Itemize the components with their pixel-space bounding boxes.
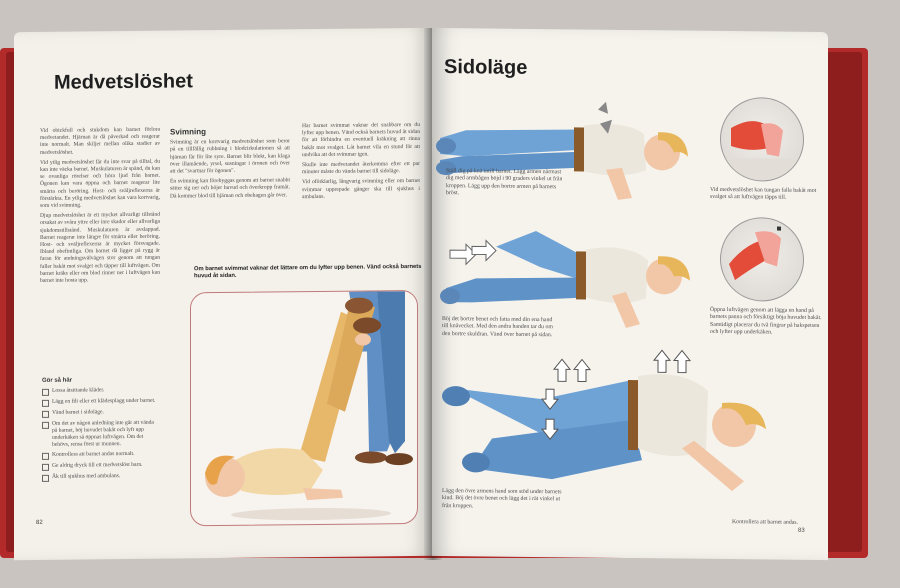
left-page-title: Medvetslöshet xyxy=(54,70,193,94)
right-column-text: Har barnet svimmat vaknar det snabbare o… xyxy=(302,122,420,204)
checklist-item: Åk till sjukhus med ambulans. xyxy=(42,473,160,482)
paragraph: Vid obickfull och stukdom kan barnet för… xyxy=(40,126,160,156)
step2-caption: Böj det bortre benet och fatta med din e… xyxy=(442,316,553,338)
checklist-heading: Gör så här xyxy=(42,377,73,384)
checklist-item: Ge aldrig dryck till ett medvetslöst bar… xyxy=(42,462,160,471)
checklist-item: Vänd barnet i sidoläge. xyxy=(42,409,160,418)
right-page: Sidoläge Ställ dig på knä intill barnet.… xyxy=(432,27,828,561)
paragraph: En svimning kan förebyggas genom att bar… xyxy=(170,177,290,200)
checkbox-icon xyxy=(42,463,49,471)
recovery-step2-illustration xyxy=(440,231,690,328)
paragraph: Vid ytlig medvetslöshet får du inte svar… xyxy=(40,158,160,209)
checkbox-icon xyxy=(42,421,49,429)
page-number: 83 xyxy=(798,527,805,534)
middle-column-text: Svimning Svimning är en kortvarig medvet… xyxy=(170,127,290,203)
recovery-step3-illustration xyxy=(442,349,766,492)
page-number: 82 xyxy=(36,519,43,526)
checkbox-icon xyxy=(42,410,49,418)
checklist-item: Lossa åtsittande kläder. xyxy=(42,387,160,396)
paragraph: Har barnet svimmat vaknar det snabbare o… xyxy=(302,121,420,158)
checklist: Gör så här Lossa åtsittande kläder. Lägg… xyxy=(42,377,160,485)
section-heading: Svimning xyxy=(170,127,207,137)
airway-open-detail xyxy=(720,216,804,302)
circle2-caption: Öppna luftvägen genom att lägga en hand … xyxy=(710,306,822,336)
paragraph: Vid oförklarlig, långvarig svimning elle… xyxy=(302,178,420,201)
step3-caption: Lägg den övre armens hand som stöd under… xyxy=(442,488,562,510)
checklist-item: Lägg en filt eller ett klädesplagg under… xyxy=(42,398,160,407)
checkbox-icon xyxy=(42,474,49,482)
recovery-step1-illustration xyxy=(436,101,688,200)
left-page: Medvetslöshet Vid obickfull och stukdom … xyxy=(14,27,432,561)
left-column-text: Vid obickfull och stukdom kan barnet för… xyxy=(40,127,160,289)
step1-caption: Ställ dig på knä intill barnet. Lägg arm… xyxy=(446,168,563,197)
illustration-caption: Om barnet svimmat vaknar det lättare om … xyxy=(194,263,422,280)
checkbox-icon xyxy=(42,399,49,407)
right-page-title: Sidoläge xyxy=(444,56,528,79)
check-breathing-caption: Kontrollera att barnet andas. xyxy=(732,519,798,526)
paragraph: Djup medvetslöshet är ett mycket allvarl… xyxy=(40,211,160,284)
paragraph: Skulle inte medvetandet återkomma efter … xyxy=(302,160,420,176)
checkbox-icon xyxy=(42,452,49,460)
checklist-item: Om det av någon anledning inte går att v… xyxy=(42,420,160,449)
paragraph: Svimning är en kortvarig medvetslöshet s… xyxy=(170,138,290,175)
checkbox-icon xyxy=(42,388,49,396)
checklist-item: Kontrollera att barnet andas normalt. xyxy=(42,451,160,460)
airway-blocked-detail xyxy=(720,96,804,182)
circle1-caption: Vid medvetslöshet kan tungan falla bakåt… xyxy=(710,186,817,202)
fainting-illustration xyxy=(190,289,418,527)
